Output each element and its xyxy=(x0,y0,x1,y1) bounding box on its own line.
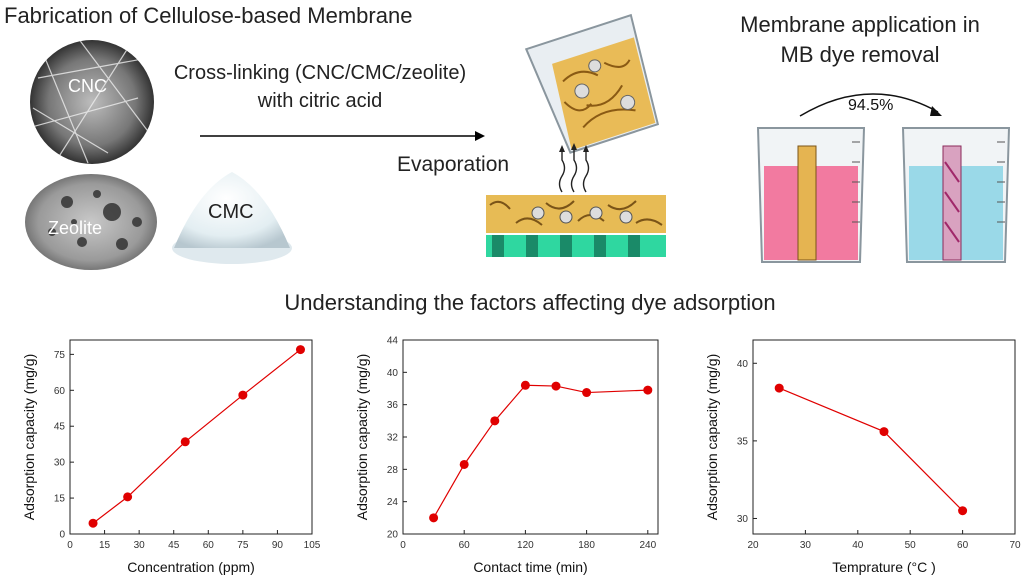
x-tick-label: 90 xyxy=(272,540,284,551)
x-tick-label: 50 xyxy=(905,540,917,551)
x-tick-label: 20 xyxy=(747,540,759,551)
plot-frame xyxy=(69,339,313,535)
x-tick-label: 0 xyxy=(400,540,406,551)
data-point xyxy=(643,385,653,395)
x-tick-label: 0 xyxy=(67,540,73,551)
x-tick-label: 30 xyxy=(134,540,146,551)
crosslink-line2: with citric acid xyxy=(257,90,383,112)
cnc-label: CNC xyxy=(68,76,107,96)
y-tick-label: 45 xyxy=(54,422,66,433)
data-point xyxy=(582,388,592,398)
fabrication-title: Fabrication of Cellulose-based Membrane xyxy=(4,3,413,28)
y-tick-label: 40 xyxy=(737,359,749,370)
cmc-label: CMC xyxy=(208,201,254,223)
removal-percent: 94.5% xyxy=(848,97,894,114)
plot-frame xyxy=(752,339,1016,535)
vapor-arrows-icon xyxy=(558,143,590,193)
application-line2: MB dye removal xyxy=(780,42,940,67)
data-point xyxy=(88,518,98,528)
y-tick-label: 32 xyxy=(387,433,399,444)
x-tick-label: 45 xyxy=(168,540,180,551)
beaker-after xyxy=(901,127,1011,263)
zeolite-micrograph: Zeolite xyxy=(25,174,157,270)
y-tick-label: 15 xyxy=(54,494,66,505)
data-point xyxy=(958,506,968,516)
y-tick-label: 28 xyxy=(387,465,399,476)
data-point xyxy=(295,345,305,355)
x-axis-label: Contact time (min) xyxy=(473,559,587,575)
removal-arrow xyxy=(799,93,942,117)
x-axis-label: Temprature (°C ) xyxy=(832,559,936,575)
y-tick-label: 36 xyxy=(387,400,399,411)
data-point xyxy=(180,437,190,447)
cnc-micrograph: CNC xyxy=(30,40,154,164)
crosslink-line1: Cross-linking (CNC/CMC/zeolite) xyxy=(173,62,467,84)
x-tick-label: 30 xyxy=(800,540,812,551)
data-point xyxy=(459,459,469,469)
x-tick-label: 40 xyxy=(852,540,864,551)
x-tick-label: 120 xyxy=(517,540,534,551)
data-point xyxy=(879,427,889,437)
series-line xyxy=(778,387,964,512)
y-axis-label: Adsorption capacity (mg/g) xyxy=(354,354,370,521)
data-point xyxy=(238,390,248,400)
process-arrow xyxy=(200,131,485,141)
y-tick-label: 75 xyxy=(54,350,66,361)
data-point xyxy=(490,416,500,426)
y-tick-label: 44 xyxy=(387,336,399,347)
data-point xyxy=(429,513,439,523)
y-tick-label: 30 xyxy=(737,514,749,525)
membrane-layer xyxy=(486,195,666,257)
chart-concentration: 0 15 30 45 60 75 90 105 0 15 30 45 60 75Concentration… xyxy=(21,339,321,575)
y-tick-label: 35 xyxy=(737,436,749,447)
series-line xyxy=(433,384,648,519)
data-point xyxy=(123,492,133,502)
y-tick-label: 24 xyxy=(387,497,399,508)
x-tick-label: 70 xyxy=(1009,540,1021,551)
x-tick-label: 60 xyxy=(459,540,471,551)
zeolite-label: Zeolite xyxy=(48,218,102,238)
beaker-before xyxy=(756,127,866,263)
pouring-beaker xyxy=(524,13,660,154)
y-axis-label: Adsorption capacity (mg/g) xyxy=(704,354,720,521)
y-tick-label: 0 xyxy=(59,530,65,541)
data-point xyxy=(774,383,784,393)
section-title: Understanding the factors affecting dye … xyxy=(284,290,776,315)
y-tick-label: 20 xyxy=(387,530,399,541)
data-point xyxy=(551,381,561,391)
y-axis-label: Adsorption capacity (mg/g) xyxy=(21,354,37,521)
x-tick-label: 240 xyxy=(639,540,656,551)
x-tick-label: 180 xyxy=(578,540,595,551)
evaporation-label: Evaporation xyxy=(397,153,510,176)
x-tick-label: 60 xyxy=(957,540,969,551)
x-axis-label: Concentration (ppm) xyxy=(127,559,255,575)
application-line1: Membrane application in xyxy=(740,12,980,37)
data-point xyxy=(520,380,530,390)
y-tick-label: 60 xyxy=(54,386,66,397)
x-tick-label: 105 xyxy=(304,540,321,551)
y-tick-label: 30 xyxy=(54,458,66,469)
x-tick-label: 60 xyxy=(203,540,215,551)
cmc-powder: CMC xyxy=(172,172,292,264)
y-tick-label: 40 xyxy=(387,368,399,379)
x-tick-label: 75 xyxy=(237,540,249,551)
x-tick-label: 15 xyxy=(99,540,111,551)
